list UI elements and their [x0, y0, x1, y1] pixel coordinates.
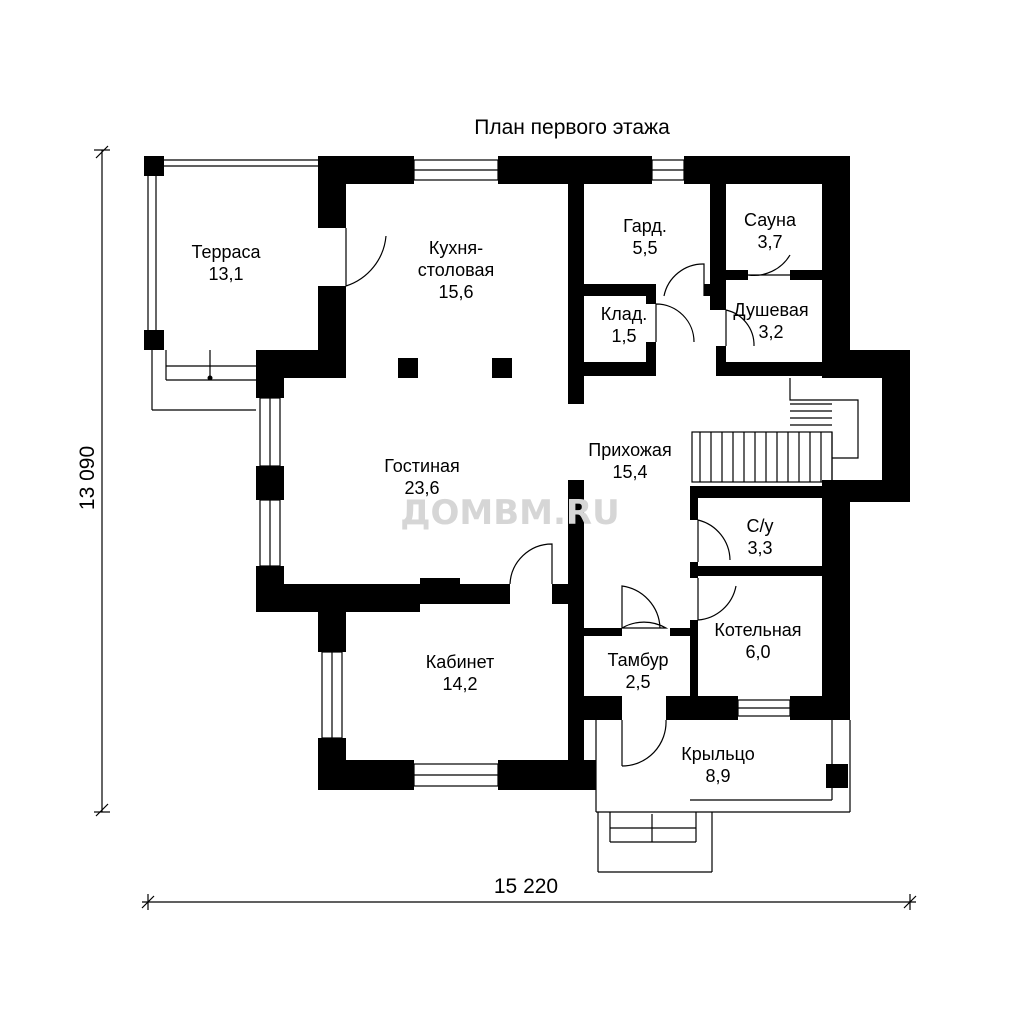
door-boiler [697, 578, 737, 621]
column-left [398, 358, 418, 378]
room-hall-name: Прихожая [588, 440, 671, 460]
room-wc-name: С/у [747, 516, 774, 536]
plan-title: План первого этажа [474, 116, 670, 139]
doors [345, 228, 791, 767]
door-entrance [621, 719, 667, 767]
room-vestibule-area: 2,5 [625, 672, 650, 692]
room-kitchen-name2: столовая [418, 260, 495, 280]
room-hall-area: 15,4 [612, 462, 647, 482]
dimension-vertical: 13 090 [76, 145, 110, 817]
door-study [509, 543, 553, 585]
room-study-name: Кабинет [426, 652, 494, 672]
room-labels: Терраса 13,1 Кухня- столовая 15,6 Гард. … [191, 210, 808, 786]
door-storage [655, 303, 695, 343]
room-wardrobe-area: 5,5 [632, 238, 657, 258]
room-storage-name: Клад. [601, 304, 648, 324]
windows [259, 159, 791, 787]
terrace-structure [144, 156, 318, 411]
door-shower [725, 309, 755, 347]
room-terrace-name: Терраса [191, 242, 261, 262]
room-terrace-area: 13,1 [208, 264, 243, 284]
door-kitchen-terrace [345, 228, 387, 287]
room-sauna-name: Сауна [744, 210, 797, 230]
walls [256, 156, 910, 790]
watermark: ДОМВМ.RU [400, 493, 619, 533]
door-vestibule [621, 585, 669, 629]
room-boiler-name: Котельная [714, 620, 801, 640]
room-boiler-area: 6,0 [745, 642, 770, 662]
staircase [691, 378, 859, 483]
room-study-area: 14,2 [442, 674, 477, 694]
door-wardrobe [663, 263, 705, 297]
room-living-area: 23,6 [404, 478, 439, 498]
dimension-width-label: 15 220 [494, 875, 558, 898]
room-porch-name: Крыльцо [681, 744, 754, 764]
room-vestibule-name: Тамбур [607, 650, 668, 670]
room-shower-area: 3,2 [758, 322, 783, 342]
door-sauna [747, 254, 791, 277]
room-kitchen-area: 15,6 [438, 282, 473, 302]
room-sauna-area: 3,7 [757, 232, 782, 252]
room-shower-name: Душевая [733, 300, 808, 320]
room-kitchen-name: Кухня- [429, 238, 483, 258]
room-living-name: Гостиная [384, 456, 460, 476]
room-storage-area: 1,5 [611, 326, 636, 346]
room-wc-area: 3,3 [747, 538, 772, 558]
door-wc [697, 519, 731, 562]
dimension-height-label: 13 090 [76, 446, 99, 510]
dimension-horizontal: 15 220 [141, 875, 917, 910]
column-right [492, 358, 512, 378]
room-porch-area: 8,9 [705, 766, 730, 786]
room-wardrobe-name: Гард. [623, 216, 667, 236]
porch [595, 720, 851, 873]
